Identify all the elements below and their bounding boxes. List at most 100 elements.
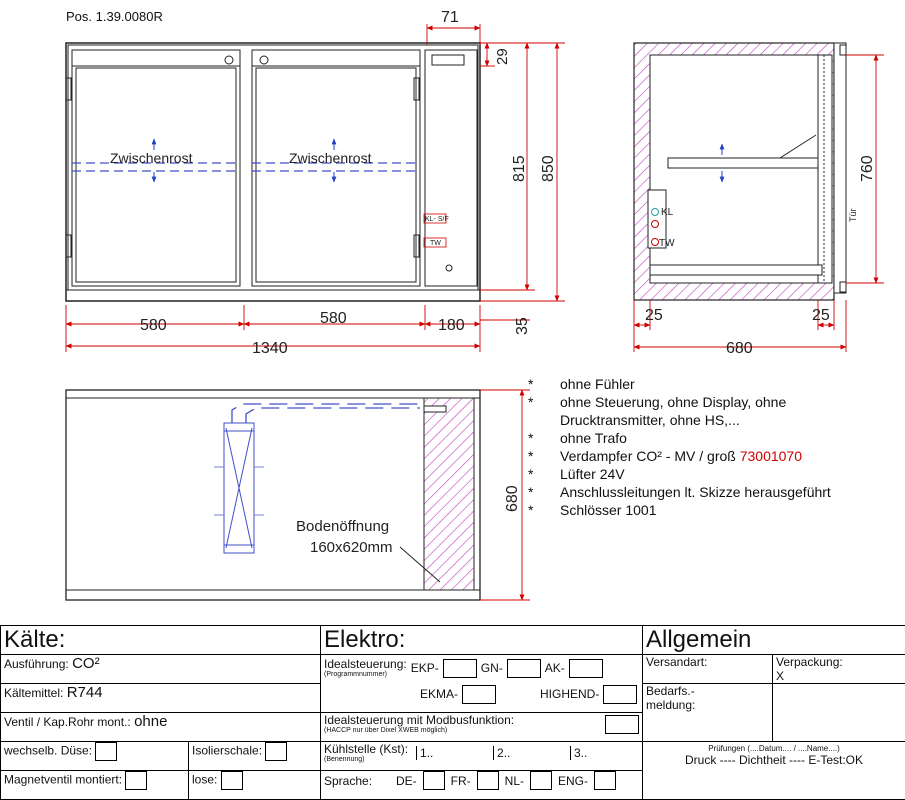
dim-815: 815 <box>511 155 528 182</box>
highend-label: HIGHEND- <box>540 687 599 701</box>
bullet-star: * <box>528 501 533 519</box>
ak-label: AK- <box>545 661 565 675</box>
ausfuehrung-label: Ausführung: <box>4 657 69 671</box>
bedarf-label-cell: Bedarfs.-meldung: <box>643 684 773 742</box>
article-number: 73001070 <box>740 448 802 464</box>
kuehl-label: Kühlstelle (Kst): <box>324 742 408 756</box>
note-text: ohne Fühler <box>560 376 635 392</box>
front-kl-sf-label: KL- S/F <box>425 216 449 223</box>
bullet-star: * <box>528 429 533 447</box>
versand-cell: Versandart: <box>643 655 773 684</box>
kst-1[interactable]: 1.. <box>416 746 485 760</box>
ekp-field[interactable] <box>443 659 477 678</box>
kuehl-note: (Benennung) <box>324 756 408 764</box>
pruef-line2[interactable]: Druck ---- Dichtheit ---- E-Test:OK <box>646 753 902 767</box>
nl-checkbox[interactable] <box>530 771 552 790</box>
ausfuehrung-row: Ausführung: CO² <box>1 655 321 684</box>
idealsteuerung-cell: Idealsteuerung:(Programmnummer) EKP- GN-… <box>321 655 643 713</box>
isolier-checkbox[interactable] <box>265 742 287 761</box>
modbus-note: (HACCP nur über Dixel XWEB möglich) <box>324 727 514 735</box>
isolier-cell: Isolierschale: <box>189 742 321 771</box>
wechsel-label: wechselb. Düse: <box>4 744 92 758</box>
ak-field[interactable] <box>569 659 603 678</box>
dim-1340: 1340 <box>252 340 288 357</box>
lose-checkbox[interactable] <box>221 771 243 790</box>
shelf-label-right: Zwischenrost <box>289 150 372 166</box>
ekp-label: EKP- <box>411 661 439 675</box>
allgemein-title: Allgemein <box>646 626 751 653</box>
wechsel-cell: wechselb. Düse: <box>1 742 189 771</box>
de-checkbox[interactable] <box>423 771 445 790</box>
bedarf-label: Bedarfs.- <box>646 684 695 698</box>
side-tw-label: TW <box>659 238 675 249</box>
dim-35: 35 <box>514 317 531 335</box>
note-item: *ohne Fühler <box>528 375 858 393</box>
verpackung-cell: Verpackung:X <box>773 655 905 684</box>
modbus-checkbox[interactable] <box>605 715 639 734</box>
kaeltemittel-label: Kältemittel: <box>4 686 63 700</box>
kaelte-title: Kälte: <box>4 626 65 653</box>
note-item: * Lüfter 24V <box>528 465 858 483</box>
note-text: Schlösser 1001 <box>560 502 657 518</box>
ekma-label: EKMA- <box>420 687 458 701</box>
dim-580-left: 580 <box>140 317 167 334</box>
fr-checkbox[interactable] <box>477 771 499 790</box>
position-number: Pos. 1.39.0080R <box>66 10 163 23</box>
note-item: *Verdampfer CO² - MV / groß 73001070 <box>528 447 858 465</box>
modbus-label: Idealsteuerung mit Modbusfunktion: <box>324 713 514 727</box>
dim-680-top: 680 <box>504 485 521 512</box>
kst-3[interactable]: 3.. <box>570 746 639 760</box>
side-kl-label: KL <box>661 207 674 218</box>
nl-label: NL- <box>505 774 524 788</box>
notes-list: *ohne Fühler *ohne Steuerung, ohne Displ… <box>528 375 858 519</box>
versand-label: Versandart: <box>646 655 707 669</box>
ventil-value[interactable]: ohne <box>134 713 167 730</box>
note-text: Lüfter 24V <box>560 466 625 482</box>
front-dimension-lines <box>66 24 565 352</box>
ideal-label: Idealsteuerung: <box>324 657 407 671</box>
lose-label: lose: <box>192 773 217 787</box>
dim-25-left: 25 <box>645 307 663 324</box>
top-view <box>66 390 480 600</box>
fr-label: FR- <box>451 774 471 788</box>
allgemein-header: Allgemein <box>643 626 905 655</box>
magnet-label: Magnetventil montiert: <box>4 773 122 787</box>
dim-680-side: 680 <box>726 340 753 357</box>
ekma-field[interactable] <box>462 685 496 704</box>
pruefungen-cell: Prüfungen (....Datum.... / ....Name....)… <box>643 742 905 800</box>
dim-25-right: 25 <box>812 307 830 324</box>
elektro-header: Elektro: <box>321 626 643 655</box>
gn-field[interactable] <box>507 659 541 678</box>
gn-label: GN- <box>481 661 503 675</box>
bullet-star: * <box>528 447 533 465</box>
dim-760: 760 <box>859 155 876 182</box>
kaeltemittel-value[interactable]: R744 <box>67 684 103 701</box>
verpackung-value[interactable]: X <box>776 669 784 683</box>
highend-field[interactable] <box>603 685 637 704</box>
isolier-label: Isolierschale: <box>192 744 262 758</box>
shelf-label-left: Zwischenrost <box>110 150 193 166</box>
dim-850: 850 <box>540 155 557 182</box>
floor-opening-size: 160x620mm <box>310 539 393 556</box>
eng-checkbox[interactable] <box>594 771 616 790</box>
wechsel-checkbox[interactable] <box>95 742 117 761</box>
dim-180: 180 <box>438 317 465 334</box>
kst-2[interactable]: 2.. <box>493 746 562 760</box>
ausfuehrung-value[interactable]: CO² <box>72 655 100 672</box>
magnet-checkbox[interactable] <box>125 771 147 790</box>
bullet-star: * <box>528 483 533 501</box>
magnet-cell: Magnetventil montiert: <box>1 771 189 800</box>
ventil-label: Ventil / Kap.Rohr mont.: <box>4 715 131 729</box>
floor-opening-title: Bodenöffnung <box>296 518 389 535</box>
ventil-row: Ventil / Kap.Rohr mont.: ohne <box>1 713 321 742</box>
pruef-line1: Prüfungen (....Datum.... / ....Name....) <box>646 744 902 753</box>
de-label: DE- <box>396 774 417 788</box>
lose-cell: lose: <box>189 771 321 800</box>
note-item: * Schlösser 1001 <box>528 501 858 519</box>
dim-71: 71 <box>441 9 459 26</box>
bedarf-field[interactable] <box>773 684 905 742</box>
bullet-star: * <box>528 393 533 411</box>
dim-29: 29 <box>494 48 511 65</box>
elektro-title: Elektro: <box>324 626 405 653</box>
bullet-star: * <box>528 465 533 483</box>
